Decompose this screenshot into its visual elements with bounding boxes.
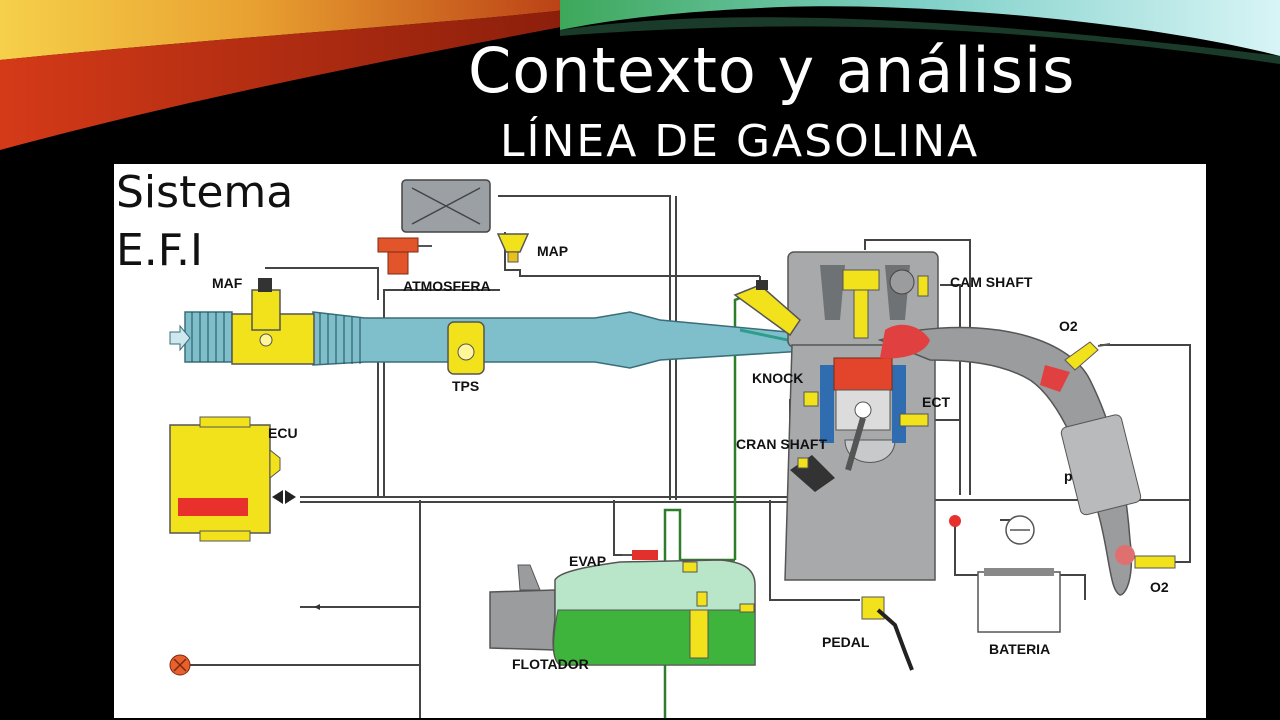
ecu-unit[interactable] xyxy=(169,416,296,542)
side-title-line-1: Sistema xyxy=(116,167,294,218)
side-title-line-2: E.F.I xyxy=(116,225,203,276)
label-evap: EVAP xyxy=(569,553,606,569)
label-o2-bottom: O2 xyxy=(1150,579,1169,595)
charcoal-canister xyxy=(401,179,491,233)
label-ect: ECT xyxy=(922,394,950,410)
label-cran-shaft: CRAN SHAFT xyxy=(736,436,827,452)
ignition-switch xyxy=(949,515,1035,545)
label-p: p xyxy=(1064,468,1073,484)
label-pedal: PEDAL xyxy=(822,634,870,650)
o2-sensor-bottom[interactable] xyxy=(1134,555,1176,569)
label-maf: MAF xyxy=(212,275,243,291)
accelerator-pedal[interactable] xyxy=(861,596,914,671)
label-atmosfera: ATMOSFERA xyxy=(403,278,491,294)
tps-sensor[interactable] xyxy=(447,321,485,375)
slide-title: Contexto y análisis xyxy=(468,34,1076,107)
o2-sensor-top[interactable] xyxy=(1064,341,1111,371)
maf-sensor[interactable] xyxy=(231,278,315,365)
intake-tract xyxy=(169,311,836,369)
label-cam-shaft: CAM SHAFT xyxy=(950,274,1033,290)
label-flotador: FLOTADOR xyxy=(512,656,589,672)
side-title: Sistema E.F.I xyxy=(116,164,293,280)
label-ecu: ECU xyxy=(268,425,298,441)
exhaust-pipe xyxy=(877,324,1142,596)
efi-diagram-panel: MAF ATMOSFERA MAP CAM SHAFT O2 TPS KNOCK… xyxy=(114,164,1206,718)
map-sensor[interactable] xyxy=(496,233,530,263)
battery xyxy=(977,568,1061,633)
ect-sensor[interactable] xyxy=(899,413,929,427)
slide-background-swoosh xyxy=(0,0,1280,150)
label-map: MAP xyxy=(537,243,568,259)
label-tps: TPS xyxy=(452,378,479,394)
cam-shaft-sensor[interactable] xyxy=(889,269,929,297)
atmosfera-valve[interactable] xyxy=(377,237,432,275)
indicator-icons xyxy=(169,604,320,676)
knock-sensor[interactable] xyxy=(803,391,819,407)
label-knock: KNOCK xyxy=(752,370,803,386)
label-o2-top: O2 xyxy=(1059,318,1078,334)
efi-diagram: MAF ATMOSFERA MAP CAM SHAFT O2 TPS KNOCK… xyxy=(169,179,1191,718)
evap-valve[interactable] xyxy=(622,550,658,560)
fuel-injector[interactable] xyxy=(733,280,801,337)
slide-subtitle: LÍNEA DE GASOLINA xyxy=(500,116,980,164)
fuel-tank xyxy=(489,559,756,666)
label-bateria: BATERIA xyxy=(989,641,1050,657)
spark-plug xyxy=(842,269,880,339)
cran-shaft-sensor[interactable] xyxy=(790,455,835,492)
